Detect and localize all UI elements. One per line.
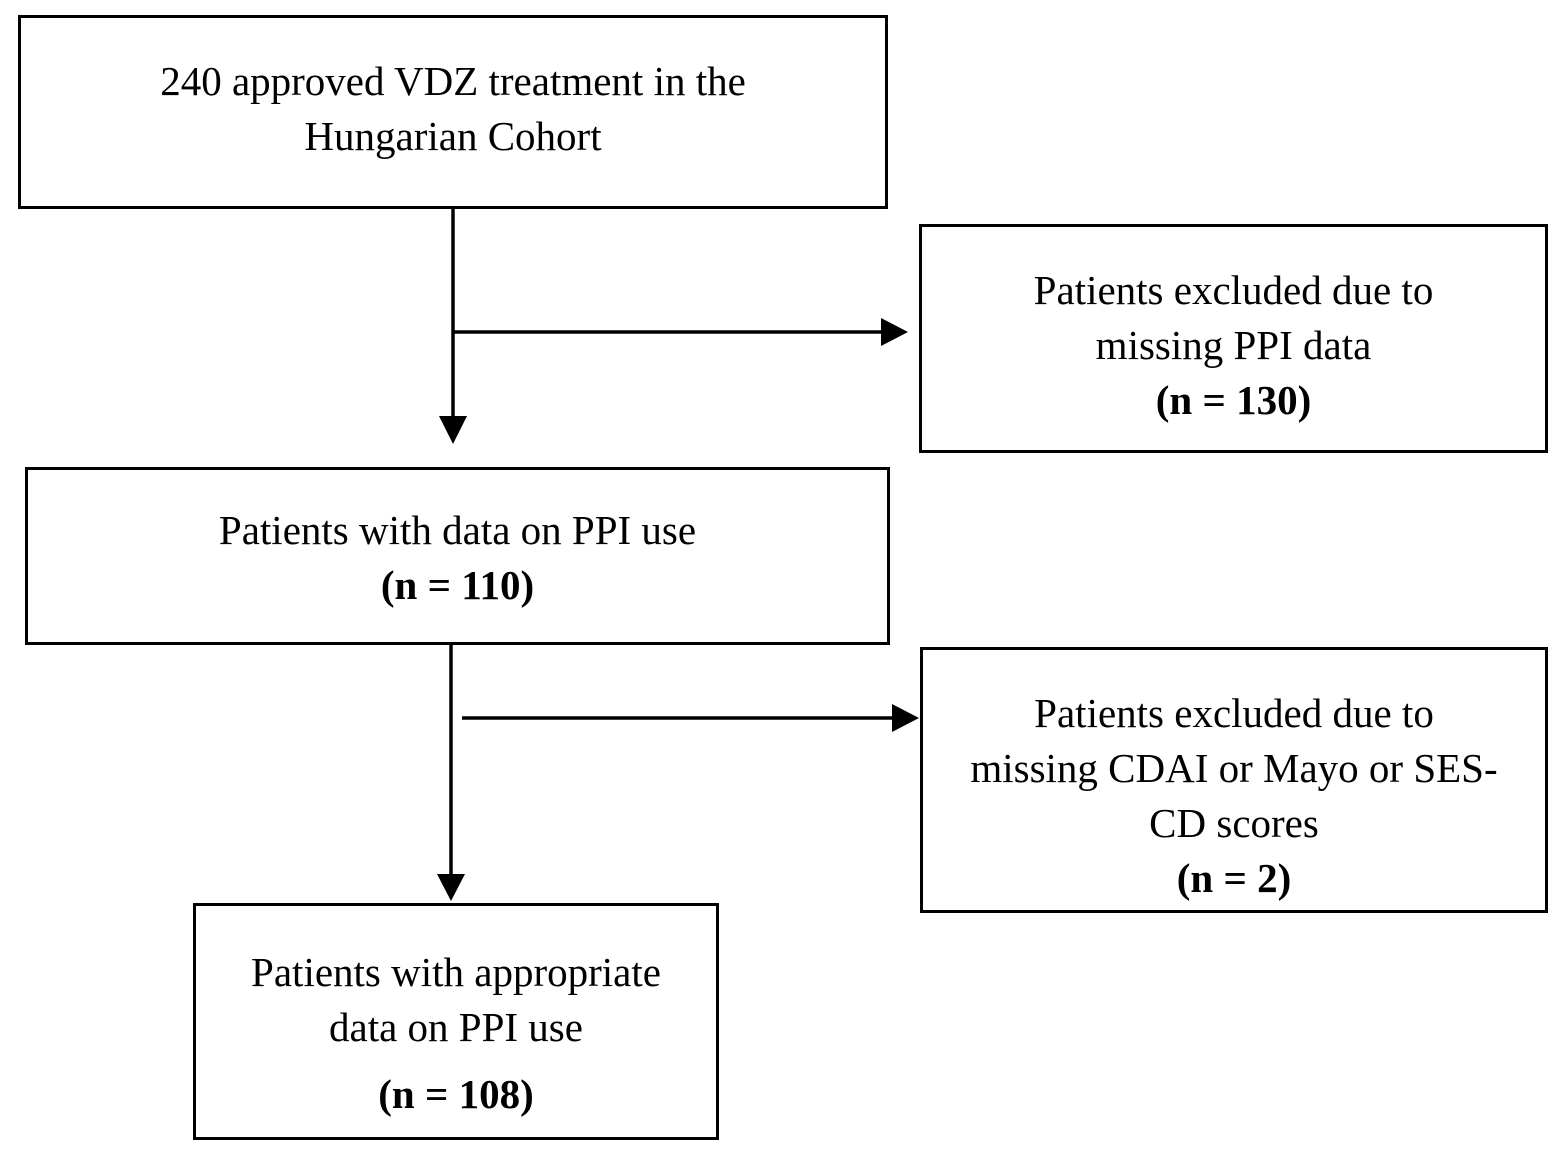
box-text-line: Patients with appropriate bbox=[251, 949, 661, 995]
box-text-line: 240 approved VDZ treatment in the bbox=[160, 58, 746, 104]
box-excluded-missing-ppi: Patients excluded due to missing PPI dat… bbox=[919, 224, 1548, 453]
patient-count-label: (n = 110) bbox=[380, 562, 535, 608]
arrow-to-excluded-ppi bbox=[452, 318, 908, 346]
box-text-line: Patients with data on PPI use bbox=[218, 507, 697, 553]
box-text-line: data on PPI use bbox=[329, 1004, 583, 1050]
arrow-initial-to-ppi-data bbox=[439, 209, 467, 444]
box-text-line: missing CDAI or Mayo or SES- bbox=[970, 745, 1498, 791]
patient-count-label: (n = 2) bbox=[1176, 855, 1292, 901]
box-text-line: missing PPI data bbox=[1095, 322, 1372, 368]
arrow-ppi-data-to-appropriate bbox=[437, 645, 465, 901]
box-text-line: Hungarian Cohort bbox=[304, 113, 602, 159]
patient-count-label: (n = 130) bbox=[1155, 377, 1312, 423]
patient-count-label: (n = 108) bbox=[378, 1071, 534, 1117]
box-text-line: Patients excluded due to bbox=[1034, 690, 1434, 736]
box-text-line: CD scores bbox=[1149, 800, 1319, 846]
arrowhead-down-icon bbox=[437, 874, 465, 901]
arrowhead-right-icon bbox=[892, 704, 919, 732]
box-text-line: Patients excluded due to bbox=[1033, 267, 1434, 313]
arrowhead-right-icon bbox=[881, 318, 908, 346]
box-appropriate-ppi-data: Patients with appropriate data on PPI us… bbox=[193, 903, 719, 1140]
box-excluded-missing-scores: Patients excluded due to missing CDAI or… bbox=[920, 647, 1548, 913]
box-with-ppi-data: Patients with data on PPI use (n = 110) bbox=[25, 467, 890, 645]
arrow-to-excluded-scores bbox=[462, 704, 919, 732]
box-initial-cohort: 240 approved VDZ treatment in the Hungar… bbox=[18, 15, 888, 209]
arrowhead-down-icon bbox=[439, 416, 467, 444]
